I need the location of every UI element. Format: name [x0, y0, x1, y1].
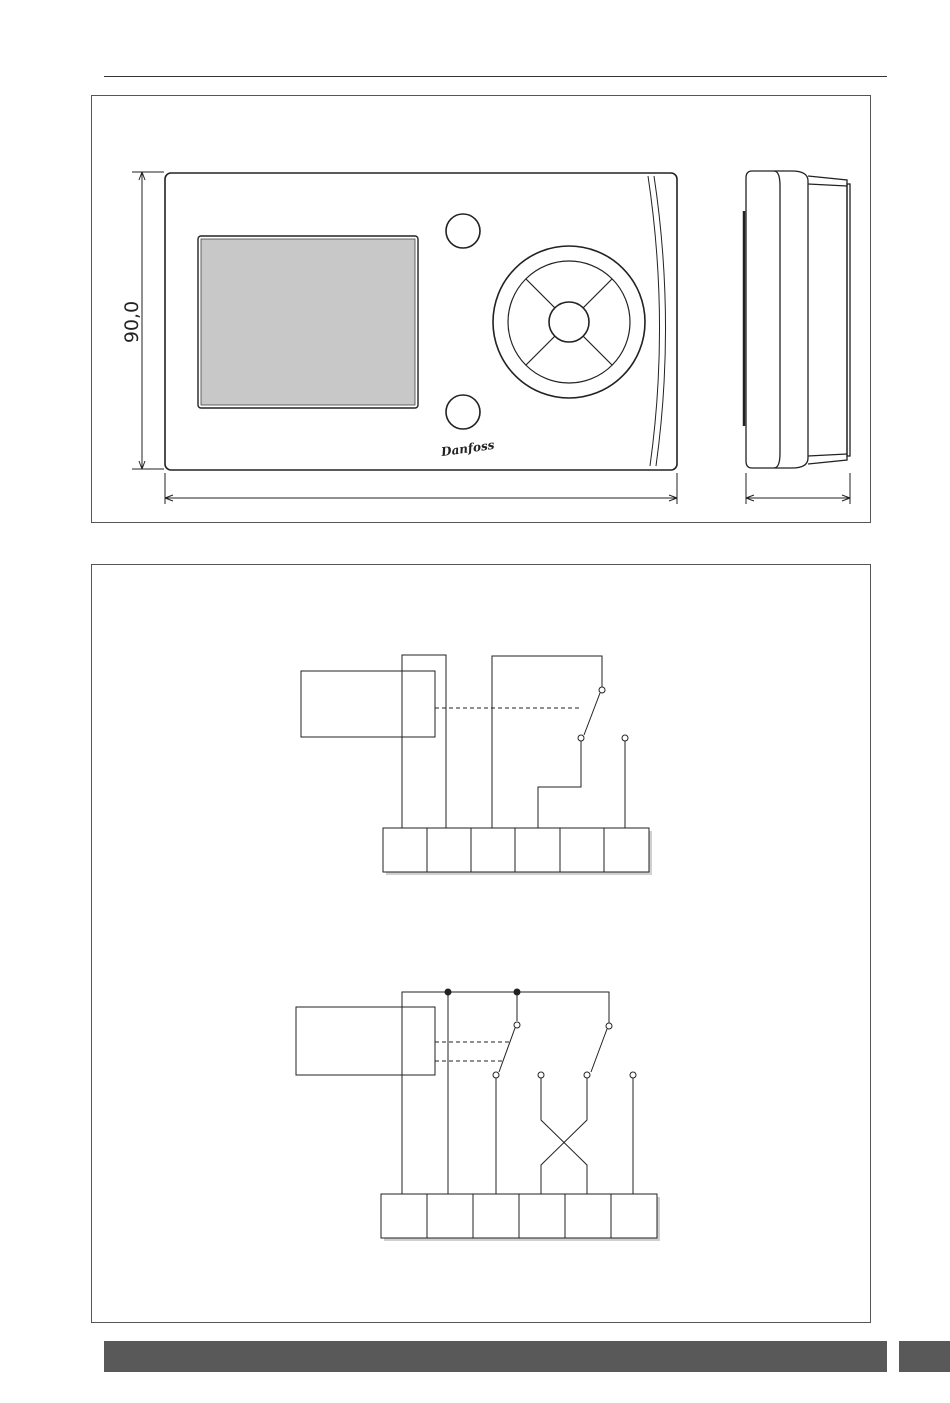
header-rule — [104, 76, 887, 77]
controller-box — [301, 671, 435, 737]
depth-dimension — [746, 473, 850, 504]
round-button-icon[interactable] — [446, 214, 480, 248]
thermostat-side-view — [744, 171, 850, 468]
wiring-diagram-panel — [91, 564, 871, 1323]
controller-box — [296, 1007, 435, 1075]
dimension-drawing-panel: 90,0 — [91, 95, 871, 523]
height-dimension-label: 90,0 — [121, 301, 143, 343]
brand-logo-icon: Danfoss — [439, 438, 495, 459]
display-screen — [198, 236, 418, 408]
four-way-navigation-pad-icon[interactable] — [493, 246, 645, 398]
wiring-diagrams — [92, 565, 872, 1324]
footer-page-tab — [899, 1341, 950, 1372]
round-button-icon[interactable] — [446, 395, 480, 429]
width-dimension — [165, 473, 677, 504]
terminal-block-1 — [383, 828, 649, 872]
dimension-drawing: 90,0 — [92, 96, 872, 524]
wiring-diagram-2 — [296, 989, 660, 1241]
wiring-diagram-1 — [301, 655, 652, 875]
footer-bar — [104, 1341, 887, 1372]
terminal-block-2 — [381, 1194, 657, 1238]
